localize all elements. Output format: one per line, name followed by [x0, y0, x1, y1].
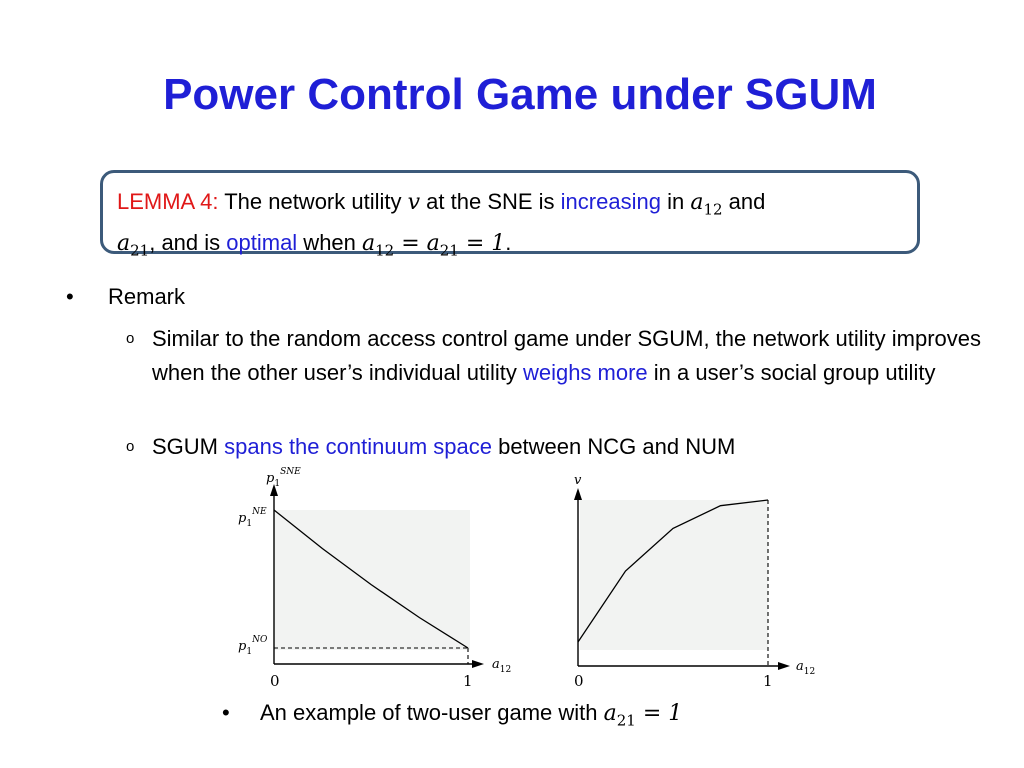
lemma-label: LEMMA 4: — [117, 189, 219, 214]
chart1-y-arrow — [270, 484, 278, 496]
chart2-x-label: a12 — [796, 659, 815, 677]
caption-math: a21 = 1 — [603, 701, 683, 730]
slide-title: Power Control Game under SGUM — [163, 70, 877, 119]
chart1-series-line — [273, 509, 469, 649]
bullet-marker: • — [66, 284, 74, 309]
chart1-tick-no: p1NO — [238, 635, 268, 657]
chart2-shaded-region — [580, 500, 768, 650]
highlight-weighs-more: weighs more — [522, 360, 648, 385]
chart1-x-label: a12 — [492, 657, 511, 675]
chart1-xtick-0: 0 — [270, 672, 280, 690]
chart2-y-arrow — [574, 488, 582, 500]
lemma-text-3: in — [660, 189, 691, 214]
sub-bullet-marker: o — [126, 330, 135, 347]
chart2-series-line — [577, 499, 769, 643]
chart-caption: • An example of two-user game with a21 = … — [222, 700, 682, 729]
lemma-text-5: , and is — [149, 230, 227, 256]
lemma-math-a12: a12 — [690, 190, 723, 219]
chart1-shaded-region — [274, 510, 470, 650]
chart1-xtick-1: 1 — [463, 672, 473, 690]
caption-text: An example of two-user game with — [260, 700, 604, 725]
lemma-text-4: and — [722, 189, 766, 214]
chart1-axis-label: p1SNE — [266, 467, 301, 489]
lemma-period: . — [505, 230, 512, 256]
remark-label: Remark — [108, 284, 186, 309]
lemma-math-a21: a21 — [117, 231, 150, 260]
lemma-math-v: v — [407, 190, 421, 215]
lemma-box: LEMMA 4: The network utility v at the SN… — [100, 170, 920, 260]
chart2-xtick-1: 1 — [763, 672, 773, 690]
chart2-xtick-0: 0 — [574, 672, 584, 690]
lemma-optimal: optimal — [226, 230, 298, 256]
lemma-text-6: when — [297, 230, 363, 256]
chart-psne: p1SNE p1NE p1NO 0 1 a12 — [238, 467, 511, 690]
sub-bullet-text: Similar to the random access control gam… — [152, 326, 981, 385]
chart2-x-arrow — [778, 662, 790, 670]
bullet-remark: • Remark — [66, 284, 185, 310]
highlight-continuum: spans the continuum space — [224, 434, 492, 459]
lemma-text-1: The network utility — [218, 189, 408, 214]
caption-bullet: • — [222, 700, 230, 725]
chart2-axis-label: v — [574, 473, 582, 488]
sub-bullet-marker: o — [126, 438, 135, 455]
chart1-x-arrow — [472, 660, 484, 668]
lemma-math-equation: a12 = a21 = 1 — [362, 231, 506, 260]
lemma-increasing: increasing — [560, 189, 661, 214]
sub-bullet-text: SGUM spans the continuum space between N… — [152, 434, 736, 459]
chart1-tick-ne: p1NE — [238, 507, 267, 529]
lemma-text-2: at the SNE is — [420, 189, 561, 214]
chart-v: v 0 1 a12 — [574, 473, 815, 690]
